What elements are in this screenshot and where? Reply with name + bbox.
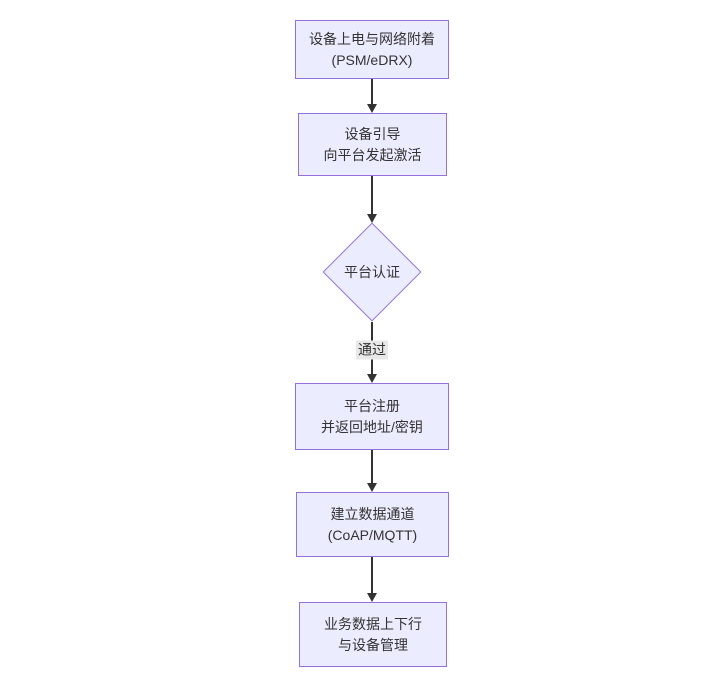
flow-arrow-5 (366, 557, 378, 602)
flow-node-business-data: 业务数据上下行 与设备管理 (299, 602, 447, 667)
flow-arrow-4 (366, 450, 378, 492)
node-text-line: 向平台发起激活 (323, 146, 422, 163)
flow-node-power-network-attach: 设备上电与网络附着 (PSM/eDRX) (295, 20, 449, 79)
arrowhead-down-icon (367, 214, 377, 223)
arrow-line (371, 176, 373, 214)
arrowhead-down-icon (367, 483, 377, 492)
flow-node-bootstrap-activate: 设备引导 向平台发起激活 (298, 113, 447, 176)
node-text-line: (CoAP/MQTT) (327, 526, 418, 543)
node-text-line: 设备上电与网络附着 (309, 30, 435, 47)
arrow-line (371, 557, 373, 593)
flow-arrow-2 (366, 176, 378, 223)
decision-label: 平台认证 (344, 264, 400, 280)
node-text-line: 业务数据上下行 (324, 615, 422, 632)
node-text-line: 建立数据通道 (330, 505, 415, 522)
node-text-line: 与设备管理 (338, 636, 408, 653)
arrow-line (371, 450, 373, 483)
node-text-line: 设备引导 (344, 125, 401, 142)
flow-node-data-channel: 建立数据通道 (CoAP/MQTT) (296, 492, 449, 557)
arrowhead-down-icon (367, 593, 377, 602)
arrowhead-down-icon (367, 104, 377, 113)
flow-arrow-1 (366, 79, 378, 113)
node-text-line: (PSM/eDRX) (331, 51, 413, 68)
arrow-line (371, 79, 373, 104)
flow-node-platform-register: 平台注册 并返回地址/密钥 (295, 383, 449, 450)
node-text-line: 平台注册 (344, 397, 400, 414)
edge-label-pass: 通过 (356, 340, 388, 360)
arrowhead-down-icon (367, 374, 377, 383)
node-text-line: 并返回地址/密钥 (321, 418, 423, 435)
